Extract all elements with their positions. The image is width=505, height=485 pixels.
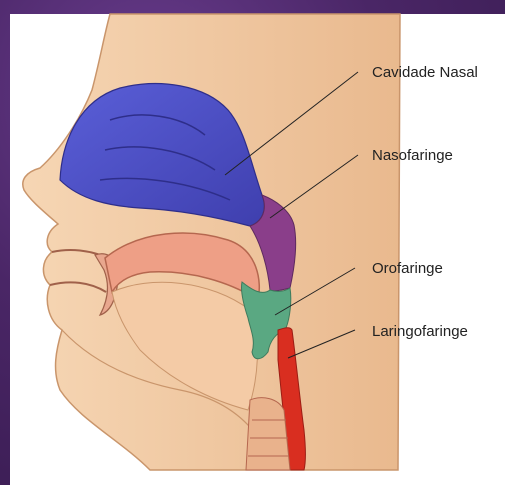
label-nasal-cavity: Cavidade Nasal xyxy=(372,64,478,81)
trachea xyxy=(246,398,290,470)
label-oropharynx: Orofaringe xyxy=(372,260,443,277)
label-laryngopharynx: Laringofaringe xyxy=(372,323,468,340)
label-nasopharynx: Nasofaringe xyxy=(372,147,453,164)
